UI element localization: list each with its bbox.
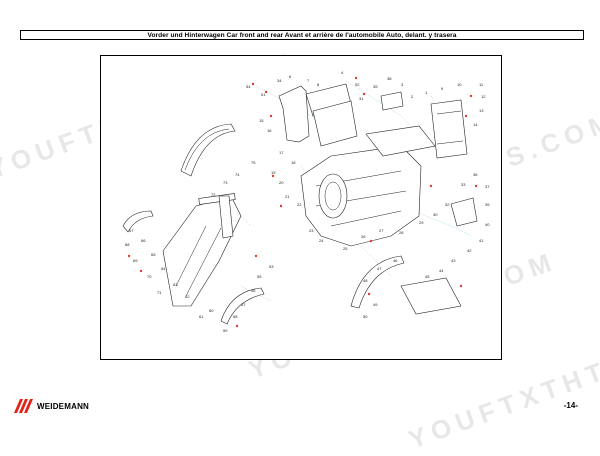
- part-callout: 19: [271, 170, 276, 175]
- part-callout: 3: [401, 82, 404, 87]
- front-fender: [180, 123, 236, 177]
- part-callout: 68: [125, 242, 130, 247]
- brand-logo: WEIDEMANN: [14, 398, 89, 414]
- part-callout: 18: [291, 160, 296, 165]
- part-callout: 69: [133, 258, 138, 263]
- part-callout: 12: [481, 94, 486, 99]
- part-callout: 24: [319, 238, 324, 243]
- brand-name: WEIDEMANN: [37, 401, 90, 411]
- part-callout: 29: [419, 220, 424, 225]
- weidemann-logo-icon: [14, 399, 33, 413]
- part-callout: 44: [439, 268, 444, 273]
- part-callout: 15: [259, 118, 264, 123]
- part-callout: 4: [341, 70, 344, 75]
- part-callout: 75: [251, 160, 256, 165]
- upper-cover: [312, 100, 358, 147]
- part-callout: 46: [393, 258, 398, 263]
- part-callout: 43: [451, 258, 456, 263]
- part-callout: 37: [485, 184, 490, 189]
- part-callout: 41: [479, 238, 484, 243]
- part-callout: 55: [257, 274, 262, 279]
- part-callout: 61: [199, 314, 204, 319]
- left-mudguard: [122, 210, 154, 233]
- part-callout: 49: [373, 302, 378, 307]
- part-callout: 6: [289, 74, 292, 79]
- part-callout: 64: [161, 266, 166, 271]
- part-callout: 51: [261, 92, 266, 97]
- part-callout: 74: [235, 172, 240, 177]
- part-callout: 35: [373, 84, 378, 89]
- page-title: Vorder und Hinterwagen Car front and rea…: [147, 31, 457, 39]
- part-callout: 58: [233, 314, 238, 319]
- part-callout: 66: [141, 238, 146, 243]
- part-callout: 32: [445, 202, 450, 207]
- part-callout: 30: [433, 212, 438, 217]
- part-callout: 53: [269, 264, 274, 269]
- rear-frame: [300, 145, 422, 247]
- part-callout: 59: [223, 328, 228, 333]
- part-callout: 54: [246, 84, 251, 89]
- part-callout: 73: [223, 180, 228, 185]
- upper-bracket: [278, 85, 310, 143]
- floor-plate: [400, 277, 462, 315]
- part-callout: 14: [473, 122, 478, 127]
- part-callout: 67: [129, 228, 134, 233]
- part-callout: 22: [297, 202, 302, 207]
- part-callout: 36: [473, 172, 478, 177]
- part-callout: 25: [343, 246, 348, 251]
- part-callout: 8: [317, 82, 320, 87]
- pivot-housing: [318, 173, 348, 219]
- part-callout: 52: [355, 82, 360, 87]
- rear-fender: [350, 255, 405, 309]
- part-callout: 20: [279, 180, 284, 185]
- front-upright: [218, 195, 234, 239]
- part-callout: 62: [185, 294, 190, 299]
- header-box: Vorder und Hinterwagen Car front and rea…: [20, 30, 584, 40]
- lower-mudguard: [220, 287, 265, 325]
- part-callout: 28: [399, 230, 404, 235]
- part-callout: 13: [479, 108, 484, 113]
- rear-cover: [430, 99, 468, 159]
- part-callout: 21: [285, 194, 290, 199]
- part-callout: 26: [361, 234, 366, 239]
- part-callout: 7: [307, 78, 310, 83]
- part-callout: 48: [363, 278, 368, 283]
- part-callout: 72: [211, 192, 216, 197]
- part-callout: 42: [467, 248, 472, 253]
- part-callout: 27: [379, 228, 384, 233]
- part-callout: 56: [251, 288, 256, 293]
- part-callout: 9: [441, 86, 444, 91]
- fastener-markers: [127, 76, 478, 328]
- part-callout: 33: [461, 182, 466, 187]
- part-callout: 63: [173, 282, 178, 287]
- small-bracket: [380, 91, 404, 111]
- part-callout: 11: [479, 82, 484, 87]
- part-callout: 71: [157, 290, 162, 295]
- part-callout: 2: [411, 94, 414, 99]
- part-callout: 10: [457, 82, 462, 87]
- side-bracket: [450, 197, 478, 227]
- part-callout: 31: [359, 96, 364, 101]
- part-callout: 50: [363, 314, 368, 319]
- part-callout: 47: [377, 266, 382, 271]
- part-callout: 17: [279, 150, 284, 155]
- part-callout: 1: [425, 90, 428, 95]
- part-callout: 16: [267, 128, 272, 133]
- part-callout: 23: [309, 228, 314, 233]
- part-callout: 60: [209, 308, 214, 313]
- frame-top-tray: [365, 125, 436, 157]
- part-callout: 39: [485, 202, 490, 207]
- page-number: -14-: [563, 401, 578, 410]
- part-callout: 38: [387, 76, 392, 81]
- part-callout: 70: [147, 274, 152, 279]
- part-callout: 65: [151, 252, 156, 257]
- part-callout: 40: [485, 222, 490, 227]
- part-callout: 45: [425, 274, 430, 279]
- part-callout: 57: [241, 302, 246, 307]
- part-callout: 34: [277, 78, 282, 83]
